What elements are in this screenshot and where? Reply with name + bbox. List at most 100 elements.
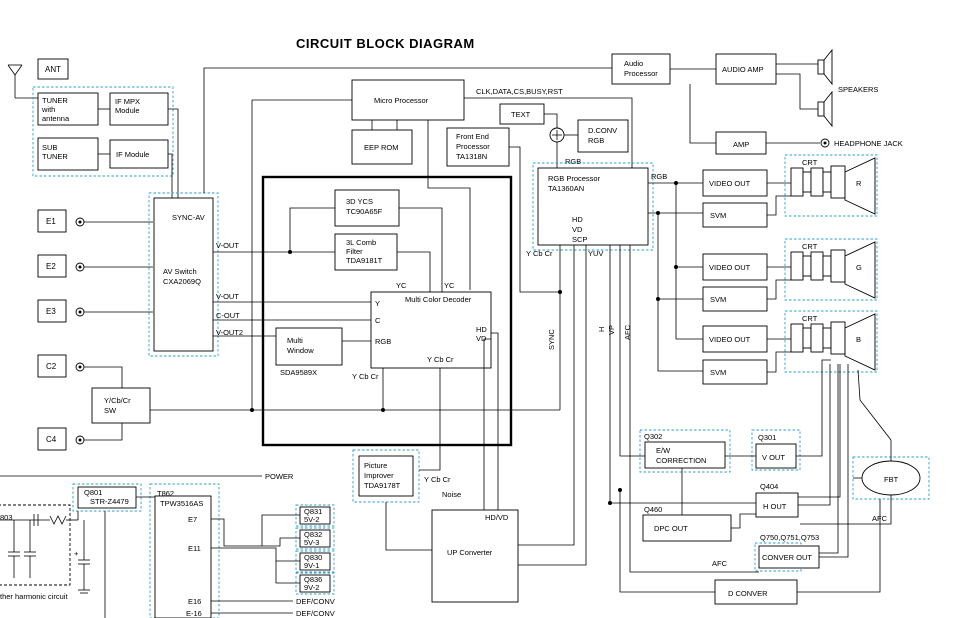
up-converter-label: UP Converter [447,548,493,557]
svg-text:VIDEO OUT: VIDEO OUT [709,335,751,344]
input-e1: E1 [37,209,153,233]
svg-text:Q831: Q831 [304,507,322,516]
picture-label-2: Improver [364,471,394,480]
ant-label: ANT [45,65,61,74]
defconv-label-1: DEF/CONV [296,597,335,606]
svm-block [702,359,768,385]
dconv-label-2: RGB [588,136,604,145]
power-label: POWER [265,472,294,481]
video-processing-region [261,175,513,447]
harmonic-circuit-group [0,504,71,586]
dconv-label-1: D.CONV [588,126,617,135]
crt-channel-r: VIDEO OUT SVM CRT R [702,154,878,228]
3d-ycs-block [334,189,400,227]
up-converter-hdvd: HD/VD [485,513,509,522]
svg-text:SVM: SVM [710,211,726,220]
regulator-q830: Q830 9V-1 [295,550,335,573]
decoder-c-label: C [375,316,381,325]
rgb-processor-label-1: RGB Processor [548,174,601,183]
rgb-in-label: RGB [565,157,581,166]
dpc-label: DPC OUT [654,524,688,533]
picture-improver-block [358,455,414,497]
input-c2: C2 [37,354,123,388]
q801-label-2: STR-Z4479 [90,497,129,506]
picture-label-3: TDA9178T [364,481,401,490]
multi-window-block [275,327,343,366]
multi-color-decoder-block [370,291,492,369]
defconv-label-2: DEF/CONV [296,609,335,618]
front-end-processor-block [446,127,510,167]
svg-text:CRT: CRT [802,242,818,251]
rgb-processor-label-2: TA1360AN [548,184,584,193]
crt-channel-g: VIDEO OUT SVM CRT G [702,238,878,312]
ycbcr-switch-label-1: Y/Cb/Cr [104,396,131,405]
tuner-module-group [32,86,174,177]
svg-text:Q832: Q832 [304,530,322,539]
rgb-scp-label: SCP [572,235,587,244]
up-converter-block [431,509,519,603]
sub-tuner-block [37,137,99,171]
svg-text:5V-2: 5V-2 [304,515,319,524]
headphone-label: HEADPHONE JACK [834,139,903,148]
if-mpx-block [109,92,169,126]
input-e3: E3 [37,299,153,323]
multi-window-label-2: Window [287,346,314,355]
decoder-y-label: Y [375,299,380,308]
dpc-out-block [642,514,732,542]
ew-correction-block [644,441,726,469]
tap-e16b: E-16 [186,609,202,618]
svg-text:5V-3: 5V-3 [304,538,319,547]
rgb-out-label: RGB [651,172,667,181]
svg-text:SVM: SVM [710,368,726,377]
ew-label-1: E/W [656,446,671,455]
q801-group [72,483,142,512]
rgb-yuv-label: YUV [588,249,603,258]
t862-group [149,483,220,618]
av-vout2-label: V-OUT2 [216,328,243,337]
front-end-label-2: Processor [456,142,490,151]
d-conver-block [714,579,798,605]
av-sync-label: SYNC-AV [172,213,205,222]
regulator-q832: Q832 5V-3 [295,527,335,550]
input-e2: E2 [37,254,153,278]
ycbcr-bus-label: Y Cb Cr [352,372,379,381]
rgb-hd-label: HD [572,215,583,224]
micro-processor-label: Micro Processor [374,96,429,105]
decoder-yc1-label: YC [396,281,407,290]
video-out-block [702,325,768,353]
tap-e16: E16 [188,597,201,606]
input-c4: C4 [37,423,123,451]
audio-processor-block [611,53,671,85]
svg-text:VIDEO OUT: VIDEO OUT [709,263,751,272]
rgb-processor-block [537,167,649,246]
svg-text:E2: E2 [46,262,56,271]
vout-group [751,429,801,471]
ew-label-2: CORRECTION [656,456,706,465]
svg-text:9V-2: 9V-2 [304,583,319,592]
harmonic-label: ther harmonic circuit [0,592,68,601]
diagram-title: CIRCUIT BLOCK DIAGRAM [296,36,475,51]
av-cout-label: C-OUT [216,311,240,320]
multi-window-label-1: Multi [287,336,303,345]
picture-label-1: Picture [364,461,387,470]
text-label: TEXT [511,110,531,119]
t862-label-1: T862 [157,489,174,498]
vp-label: VP [607,325,616,335]
if-mpx-label-1: IF MPX [115,97,140,106]
if-mpx-label-2: Module [115,106,140,115]
front-end-label-3: TA1318N [456,152,487,161]
fbt-label: FBT [884,475,899,484]
rgb-ycbcr-label: Y Cb Cr [526,249,553,258]
svg-text:C4: C4 [46,435,57,444]
av-switch-label-1: AV Switch [163,267,197,276]
av-switch-label-2: CXA2069Q [163,277,201,286]
svg-text:VIDEO OUT: VIDEO OUT [709,179,751,188]
q302-label: Q302 [644,432,662,441]
av-switch-group [148,192,219,357]
comb-label-1: 3L Comb [346,238,376,247]
ew-correction-group [639,429,731,473]
comb-label-2: Filter [346,247,363,256]
ycbcr-switch-label-2: SW [104,406,117,415]
rgb-processor-group [532,162,654,251]
q801-block [77,486,137,509]
